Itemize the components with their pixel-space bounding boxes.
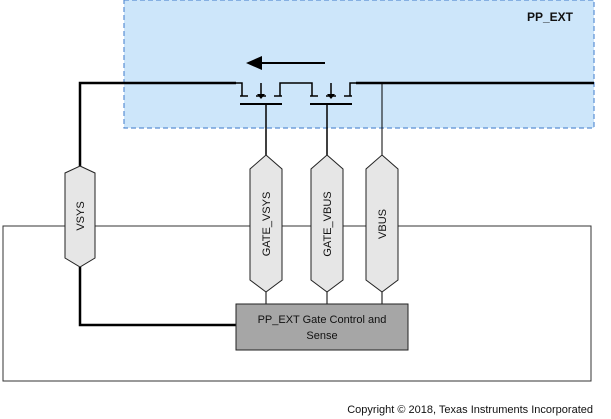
gate-vsys-label: GATE_VSYS bbox=[261, 192, 273, 257]
gate-vbus-label: GATE_VBUS bbox=[322, 191, 334, 256]
gate-control-block bbox=[235, 303, 409, 351]
vbus-label: VBUS bbox=[377, 209, 389, 239]
gate-control-label-line2: Sense bbox=[306, 330, 337, 342]
copyright-text: Copyright © 2018, Texas Instruments Inco… bbox=[347, 404, 593, 416]
pp-ext-region-label: PP_EXT bbox=[527, 10, 574, 24]
device-outline bbox=[2, 225, 592, 382]
vsys-control-wire bbox=[78, 267, 236, 327]
pp-ext-region bbox=[123, 0, 595, 129]
vsys-rail-wire bbox=[78, 81, 236, 166]
mosfet-left-icon bbox=[236, 82, 286, 155]
mosfet-right-icon bbox=[306, 82, 356, 155]
direction-arrow-icon bbox=[246, 56, 325, 70]
vsys-label: VSYS bbox=[75, 201, 87, 230]
gate-control-label-line1: PP_EXT Gate Control and bbox=[258, 314, 387, 326]
